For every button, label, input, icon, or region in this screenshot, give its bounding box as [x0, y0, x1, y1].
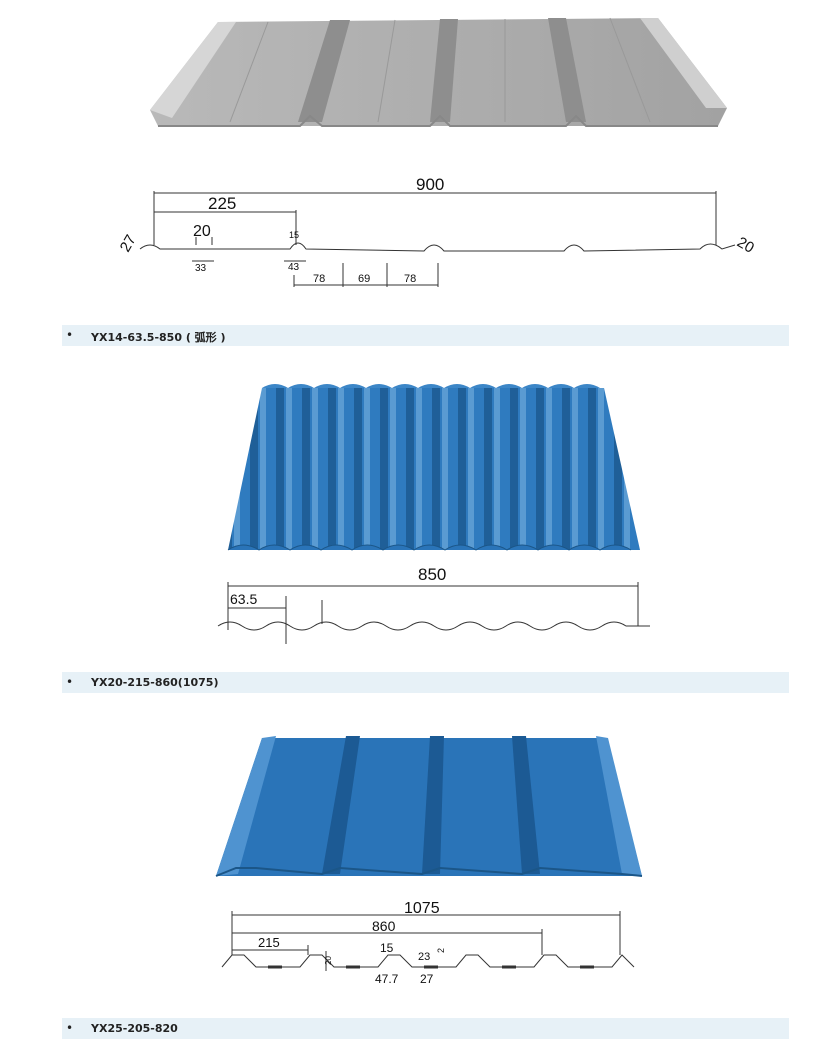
- bullet: •: [66, 1021, 74, 1035]
- dim-15: 15: [380, 941, 394, 955]
- bullet: •: [66, 328, 74, 342]
- gray-roof-panel-image: [150, 17, 727, 127]
- dim-78-a: 78: [313, 273, 325, 285]
- dim-860: 860: [372, 918, 396, 934]
- section-header-yx25: • YX25-205-820: [62, 1018, 789, 1039]
- profile-drawing-3: 1075 860 215 15 20 23 2 47.7 27: [221, 900, 635, 986]
- dim-900: 900: [416, 175, 444, 194]
- dim-23: 23: [418, 951, 430, 963]
- dim-63-5: 63.5: [230, 591, 257, 607]
- dim-27-side: 27: [117, 232, 140, 255]
- bullet: •: [66, 675, 74, 689]
- section-header-yx20: • YX20-215-860(1075): [62, 672, 789, 693]
- dim-215: 215: [258, 935, 280, 950]
- profile-drawing-1: 900 225 20 15 33 43 78 69 78 27 20: [117, 175, 757, 287]
- dim-2: 2: [436, 948, 446, 953]
- dim-15: 15: [289, 230, 299, 240]
- section-title: YX20-215-860(1075): [91, 676, 219, 689]
- dim-27: 27: [420, 972, 434, 986]
- section-header-yx14: • YX14-63.5-850 ( 弧形 ): [62, 325, 789, 346]
- dim-69: 69: [358, 273, 370, 285]
- dim-78-b: 78: [404, 273, 416, 285]
- blue-trapezoidal-panel-image: [215, 736, 643, 877]
- dim-225: 225: [208, 194, 236, 213]
- dim-1075: 1075: [404, 900, 440, 917]
- dim-43: 43: [288, 262, 300, 273]
- profile-drawing-2: 850 63.5: [217, 565, 650, 644]
- dim-850: 850: [418, 565, 446, 584]
- section-title: YX14-63.5-850 ( 弧形 ): [91, 331, 226, 344]
- dim-20: 20: [324, 956, 333, 965]
- dim-47-7: 47.7: [375, 972, 399, 986]
- blue-corrugated-panel-image: [227, 384, 640, 551]
- section-title: YX25-205-820: [91, 1022, 178, 1035]
- dim-20-top: 20: [193, 223, 211, 240]
- dim-20-side: 20: [734, 234, 757, 257]
- dim-33: 33: [195, 263, 207, 274]
